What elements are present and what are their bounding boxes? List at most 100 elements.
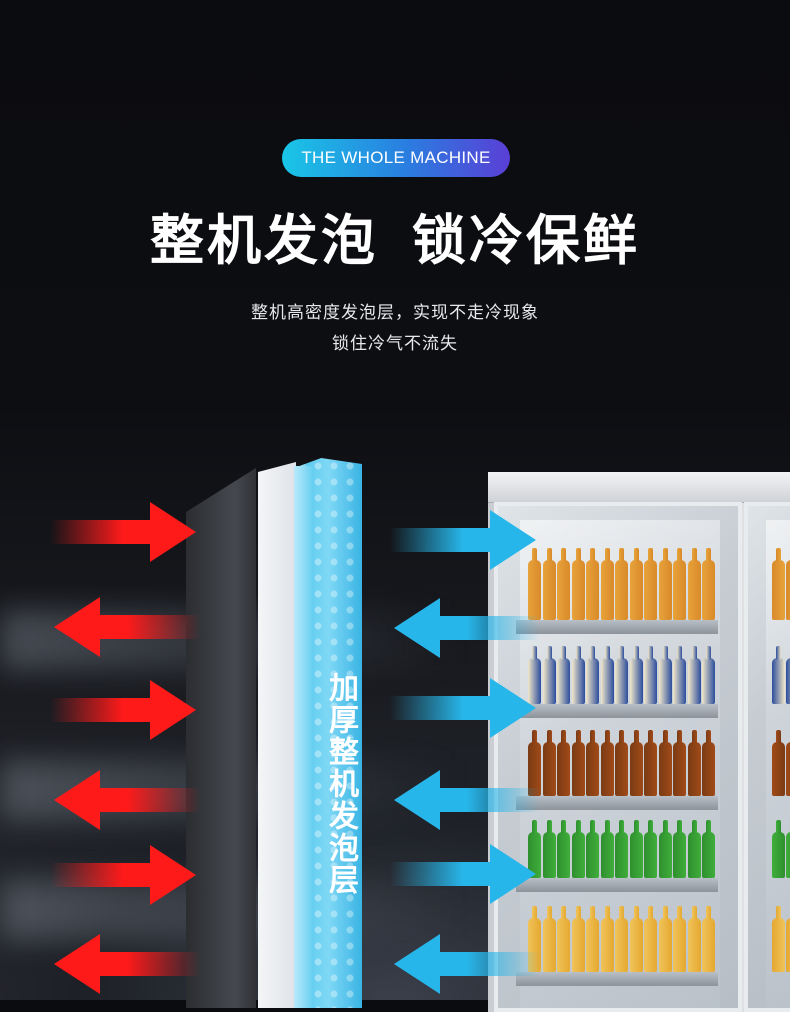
bottle [702,646,715,704]
bottle [542,730,556,796]
bottle [600,906,614,972]
bottle [673,730,686,796]
bottle [702,820,715,878]
arrow-left-blue-icon [394,598,540,658]
badge-text: THE WHOLE MACHINE [301,148,491,167]
bottle [772,646,785,704]
bottle [528,548,541,620]
section-badge: THE WHOLE MACHINE [282,139,510,177]
bottle [673,820,686,878]
bottle [615,730,628,796]
bottle [644,820,657,878]
shelf [516,878,718,892]
bottle [586,906,599,972]
bottle [687,906,701,972]
headline-part1: 整机发泡 [150,209,378,272]
bottle [658,548,672,620]
arrow-right-red-icon [50,680,196,740]
bottle [600,730,614,796]
arrow-left-red-icon [54,770,200,830]
foam-edge [294,466,312,1008]
bottle [772,906,785,972]
bottle [600,646,614,704]
inner-panel-layer [258,462,296,1008]
bottle [702,730,715,796]
bottle [557,906,570,972]
bottle [629,906,643,972]
bottle [615,646,628,704]
bottle [786,918,790,972]
bottle [557,820,570,878]
bottle [571,820,585,878]
bottle [557,548,570,620]
bottle [687,820,701,878]
shelf [516,972,718,986]
bottle [600,548,614,620]
bottle [571,730,585,796]
bottle [571,548,585,620]
bottle [528,646,541,704]
bottle [615,548,628,620]
bottle [528,820,541,878]
shelf [516,796,718,810]
bottle [772,820,785,878]
bottle [571,646,585,704]
bottle [629,646,643,704]
bottle [586,730,599,796]
bottle [629,730,643,796]
bottle [586,548,599,620]
bottle [644,906,657,972]
bottle [629,548,643,620]
bottle [557,730,570,796]
bottle [772,730,785,796]
arrow-right-blue-icon [390,510,536,570]
arrow-left-blue-icon [394,934,540,994]
bottle [542,646,556,704]
bottle [629,820,643,878]
bottle [658,906,672,972]
bottle [615,820,628,878]
description-line2: 锁住冷气不流失 [332,334,458,354]
arrow-right-blue-icon [390,844,536,904]
headline: 整机发泡锁冷保鲜 [0,196,790,275]
bottle [687,548,701,620]
foam-layer-label: 加厚整机发泡层 [323,672,358,896]
bottle [644,646,657,704]
bottle [600,820,614,878]
bottle [586,820,599,878]
bottle [615,906,628,972]
bottle [586,646,599,704]
description-line1: 整机高密度发泡层，实现不走冷现象 [251,303,539,323]
arrow-left-blue-icon [394,770,540,830]
bottle [658,646,672,704]
bottle [687,646,701,704]
arrow-left-red-icon [54,934,200,994]
fridge-top-frame [488,472,790,503]
bottle [702,906,715,972]
bottle [542,820,556,878]
bottle [786,658,790,704]
bottle [528,730,541,796]
arrow-right-blue-icon [390,678,536,738]
bottle [658,730,672,796]
arrow-left-red-icon [54,597,200,657]
headline-part2: 锁冷保鲜 [412,209,640,272]
bottle [542,906,556,972]
bottle [673,646,686,704]
bottle [702,548,715,620]
bottle [557,646,570,704]
bottle [673,548,686,620]
arrow-right-red-icon [50,502,196,562]
bottle [542,548,556,620]
arrow-right-red-icon [50,845,196,905]
shelf [516,704,718,718]
bottle [786,560,790,620]
bottle [687,730,701,796]
bottle [644,548,657,620]
bottle [673,906,686,972]
bottle [786,832,790,878]
bottle [658,820,672,878]
bottle [571,906,585,972]
shelf [516,620,718,634]
bottle [786,742,790,796]
